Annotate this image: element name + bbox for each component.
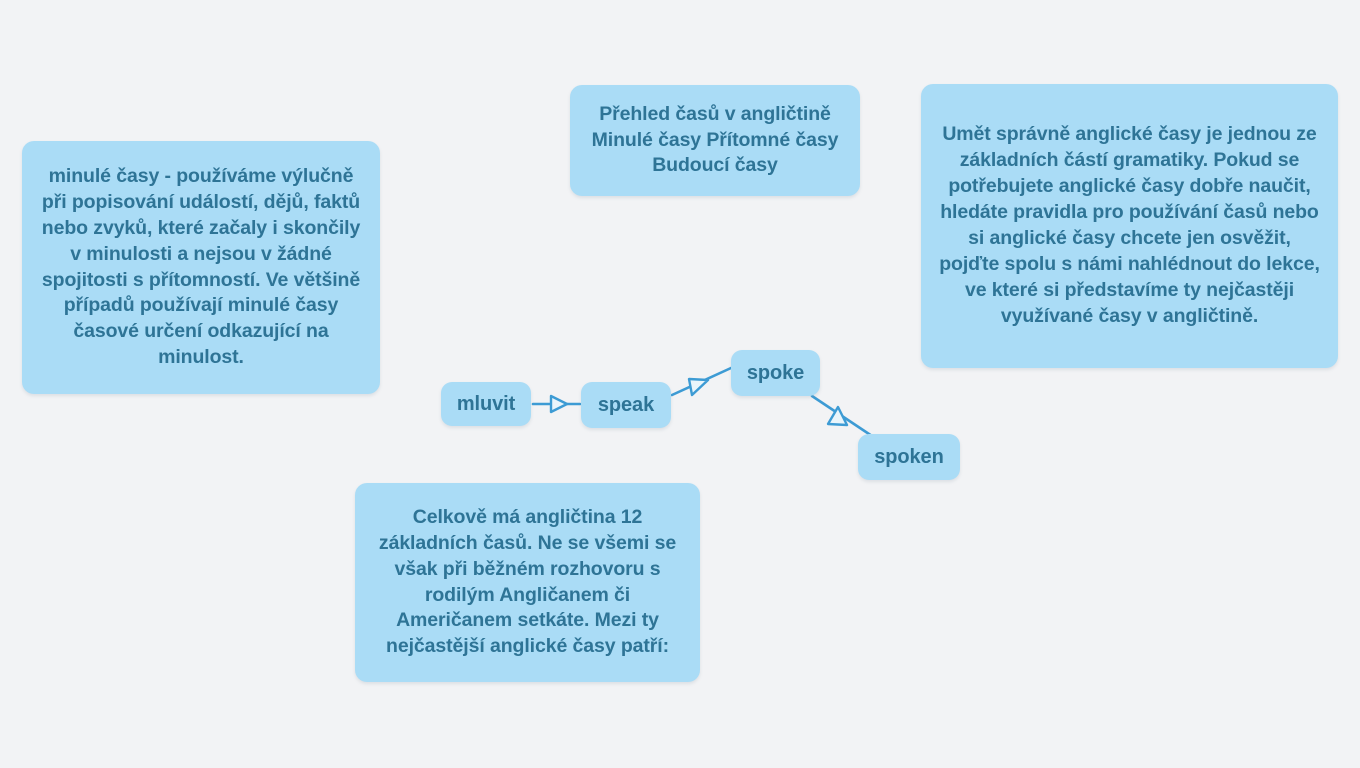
edge-spoke-spoken [810,394,874,438]
note-overview-title[interactable]: Přehled časů v angličtině Minulé časy Př… [570,85,860,196]
note-intro[interactable]: Umět správně anglické časy je jednou ze … [921,84,1338,368]
note-past-tenses[interactable]: minulé časy - používáme výlučně při popi… [22,141,380,394]
note-tense-count[interactable]: Celkově má angličtina 12 základních časů… [355,483,700,682]
edge-mluvit-speak [531,394,582,414]
chip-spoke[interactable]: spoke [731,350,820,396]
chip-speak[interactable]: speak [581,382,671,428]
chip-spoken[interactable]: spoken [858,434,960,480]
chip-mluvit[interactable]: mluvit [441,382,531,426]
edge-speak-spoke [670,366,733,397]
